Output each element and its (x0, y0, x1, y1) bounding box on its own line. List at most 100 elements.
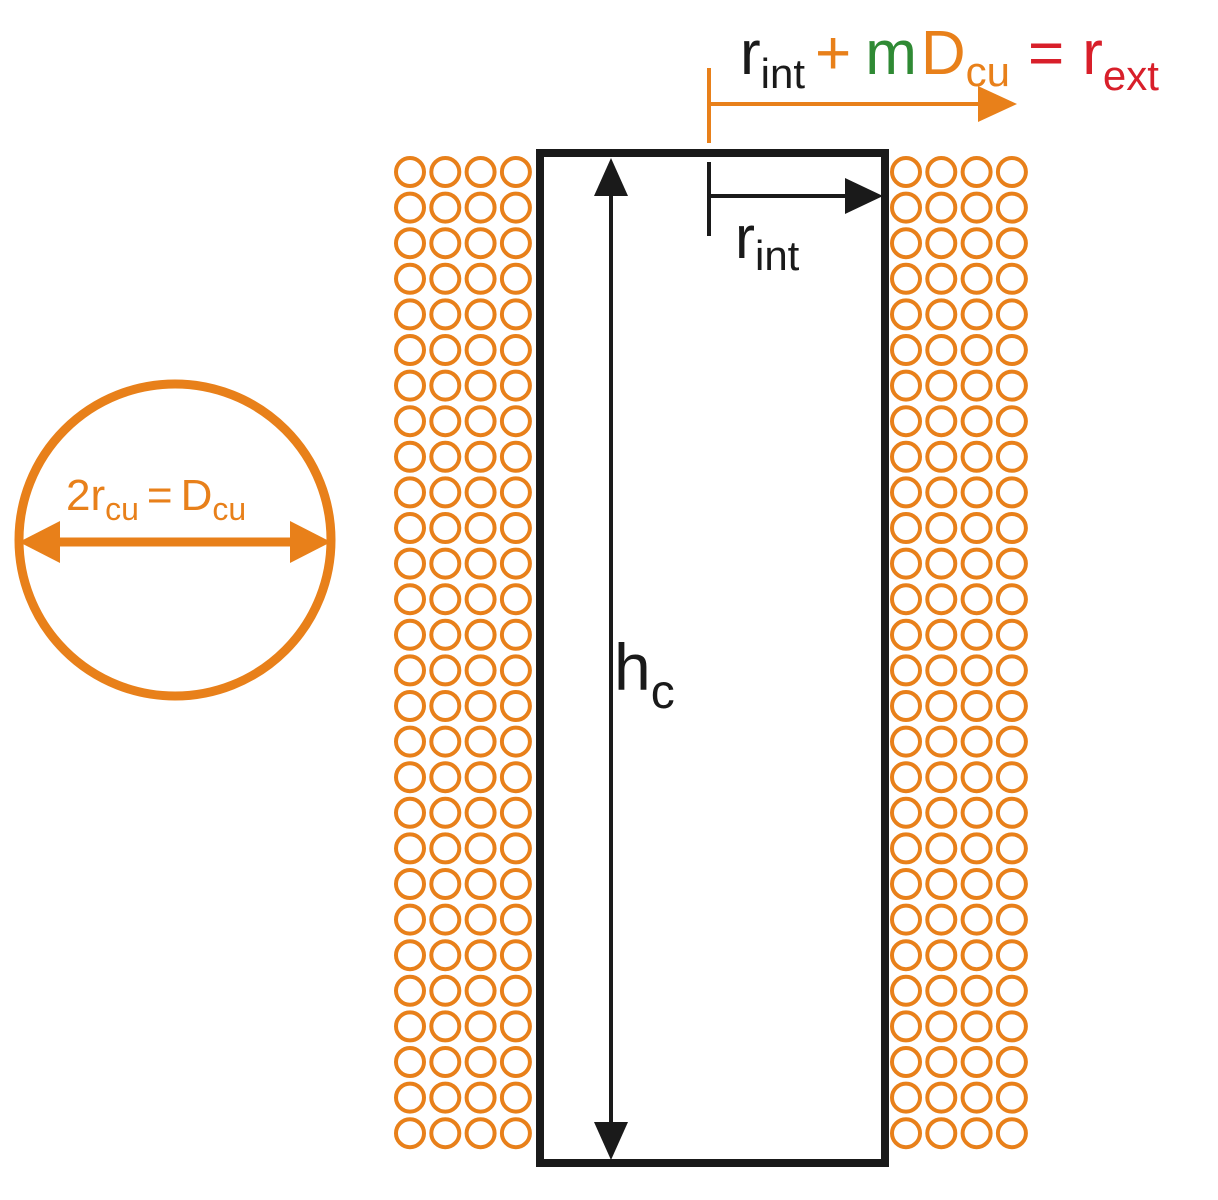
eq-m: m (865, 19, 917, 88)
winding-turn (464, 298, 497, 331)
winding-turn (464, 796, 497, 829)
winding-turn (890, 868, 922, 900)
arrowhead-down (594, 1122, 628, 1160)
winding-turn (394, 725, 426, 758)
winding-turn (429, 761, 462, 794)
winding-turn (499, 1117, 532, 1150)
winding-turn (394, 903, 426, 936)
winding-turn (960, 1046, 993, 1078)
winding-turn (890, 1010, 922, 1043)
winding-turn (394, 796, 426, 829)
winding-turn (429, 227, 462, 260)
winding-turn (960, 476, 993, 509)
winding-turn (960, 761, 993, 794)
winding-turn (925, 618, 958, 651)
winding-turn (499, 512, 532, 544)
winding-turn (995, 512, 1028, 544)
winding-turn (960, 227, 993, 260)
winding-turn (394, 156, 426, 188)
winding-turn (925, 156, 958, 188)
winding-turn (925, 725, 958, 758)
winding-turn (394, 939, 426, 972)
winding-turn (499, 868, 532, 900)
winding-turn (890, 761, 922, 794)
winding-turn (995, 1081, 1028, 1114)
winding-turn (429, 939, 462, 972)
height-dimension-arrow (594, 158, 628, 1160)
winding-turn (890, 725, 922, 758)
winding-turn (499, 903, 532, 936)
winding-turn (499, 547, 532, 580)
winding-turn (890, 1081, 922, 1114)
winding-turn (499, 1010, 532, 1043)
winding-turn (995, 476, 1028, 509)
winding-turn (995, 868, 1028, 900)
winding-turn (394, 1010, 426, 1043)
arrowhead-up (594, 158, 628, 196)
winding-turn (464, 156, 497, 188)
winding-turn (394, 974, 426, 1007)
eq-term-dcu: D (921, 19, 966, 88)
winding-turn (960, 547, 993, 580)
winding-turn (960, 690, 993, 722)
winding-turn (960, 298, 993, 331)
winding-turn (925, 191, 958, 224)
winding-turn (995, 903, 1028, 936)
winding-turn (925, 369, 958, 402)
winding-turn (394, 369, 426, 402)
winding-turn (499, 583, 532, 616)
winding-turn (925, 440, 958, 473)
winding-turn (499, 654, 532, 687)
winding-turn (925, 1117, 958, 1150)
winding-turn (429, 191, 462, 224)
winding-turn (925, 512, 958, 544)
winding-turn (890, 690, 922, 722)
winding-turn (925, 1081, 958, 1114)
eq-plus: + (815, 19, 851, 88)
winding-turn (890, 547, 922, 580)
winding-turn (960, 191, 993, 224)
wire-diameter-label: 2rcu=Dcu (66, 471, 246, 527)
winding-turn (995, 1117, 1028, 1150)
winding-turn (499, 939, 532, 972)
winding-turn (394, 1117, 426, 1150)
winding-turn (925, 796, 958, 829)
winding-turn (995, 440, 1028, 473)
winding-turn (960, 1081, 993, 1114)
winding-turn (394, 191, 426, 224)
eq-equals: = (1028, 19, 1064, 88)
winding-turn (499, 725, 532, 758)
winding-turn (995, 725, 1028, 758)
winding-turn (394, 334, 426, 366)
winding-turn (464, 334, 497, 366)
winding-turn (890, 796, 922, 829)
winding-turn (925, 690, 958, 722)
winding-turn (925, 262, 958, 295)
winding-turn (429, 1046, 462, 1078)
winding-turn (925, 227, 958, 260)
winding-turn (429, 1010, 462, 1043)
winding-turn (960, 369, 993, 402)
winding-turn (464, 618, 497, 651)
winding-turn (995, 191, 1028, 224)
winding-turn (960, 405, 993, 438)
winding-turn (995, 1046, 1028, 1078)
winding-turn (890, 903, 922, 936)
eq-term-dcu-sub: cu (966, 48, 1010, 95)
winding-turn (429, 476, 462, 509)
winding-turn (464, 1117, 497, 1150)
winding-turn (499, 191, 532, 224)
winding-turn (394, 262, 426, 295)
winding-turn (464, 405, 497, 438)
winding-turn (394, 1081, 426, 1114)
winding-turn (890, 583, 922, 616)
winding-turn (499, 690, 532, 722)
winding-turn (499, 262, 532, 295)
winding-turn (995, 832, 1028, 865)
winding-turn (925, 583, 958, 616)
eq-term-rint: r (740, 19, 761, 88)
winding-turn (995, 761, 1028, 794)
winding-turn (499, 476, 532, 509)
winding-turn (394, 618, 426, 651)
